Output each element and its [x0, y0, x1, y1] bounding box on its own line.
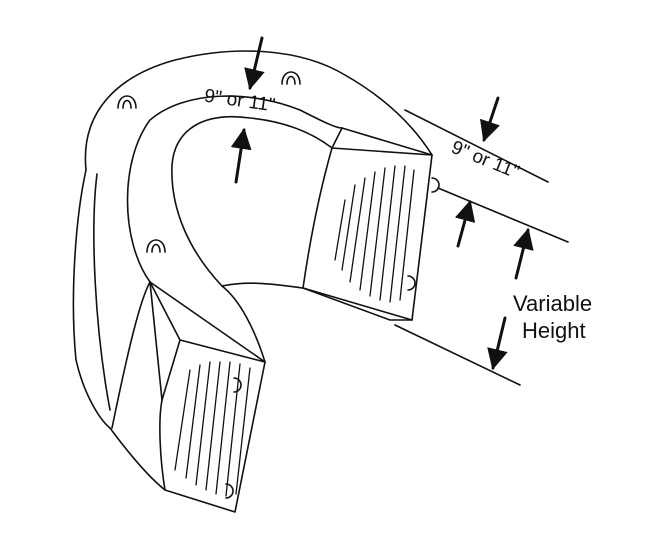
outer-wall-bottom	[109, 427, 166, 491]
left-end-top	[179, 339, 266, 363]
width-label-right: 9" or 11"	[448, 137, 522, 183]
inner-hole-edge	[171, 116, 333, 287]
height-label-line1: Variable	[513, 291, 592, 316]
dim-ext-line-3	[394, 324, 521, 386]
inner-notch	[221, 285, 266, 363]
handle-loop-left	[117, 95, 137, 109]
wall-seam-right	[111, 281, 151, 429]
arrow-right-up	[454, 199, 476, 248]
lug-right-top	[431, 177, 440, 193]
left-face-ribs	[174, 361, 251, 497]
dim-ext-line-2	[437, 187, 569, 243]
handle-loop-side	[146, 239, 166, 253]
lug-left-top	[233, 377, 242, 393]
arrow-top-down	[244, 36, 265, 91]
arrow-top-up	[230, 127, 252, 184]
dim-ext-line-1	[404, 109, 549, 183]
lug-left-bottom	[225, 483, 234, 499]
right-end-face	[302, 147, 433, 321]
arrow-right-down	[480, 96, 500, 142]
handle-loop-top	[281, 71, 301, 85]
outer-wall-edge	[72, 169, 111, 429]
right-end-top	[341, 127, 433, 156]
width-label-top: 9" or 11"	[203, 86, 276, 117]
wall-seam-left	[93, 173, 111, 411]
height-label-line2: Height	[522, 318, 586, 343]
arrow-height-up	[513, 227, 534, 280]
inner-curve-edge	[126, 95, 343, 283]
outer-curve-edge	[84, 50, 433, 171]
lug-right-bottom	[407, 275, 416, 291]
arrow-height-down	[487, 316, 508, 371]
left-end-face	[149, 281, 266, 513]
right-face-ribs	[334, 165, 415, 303]
